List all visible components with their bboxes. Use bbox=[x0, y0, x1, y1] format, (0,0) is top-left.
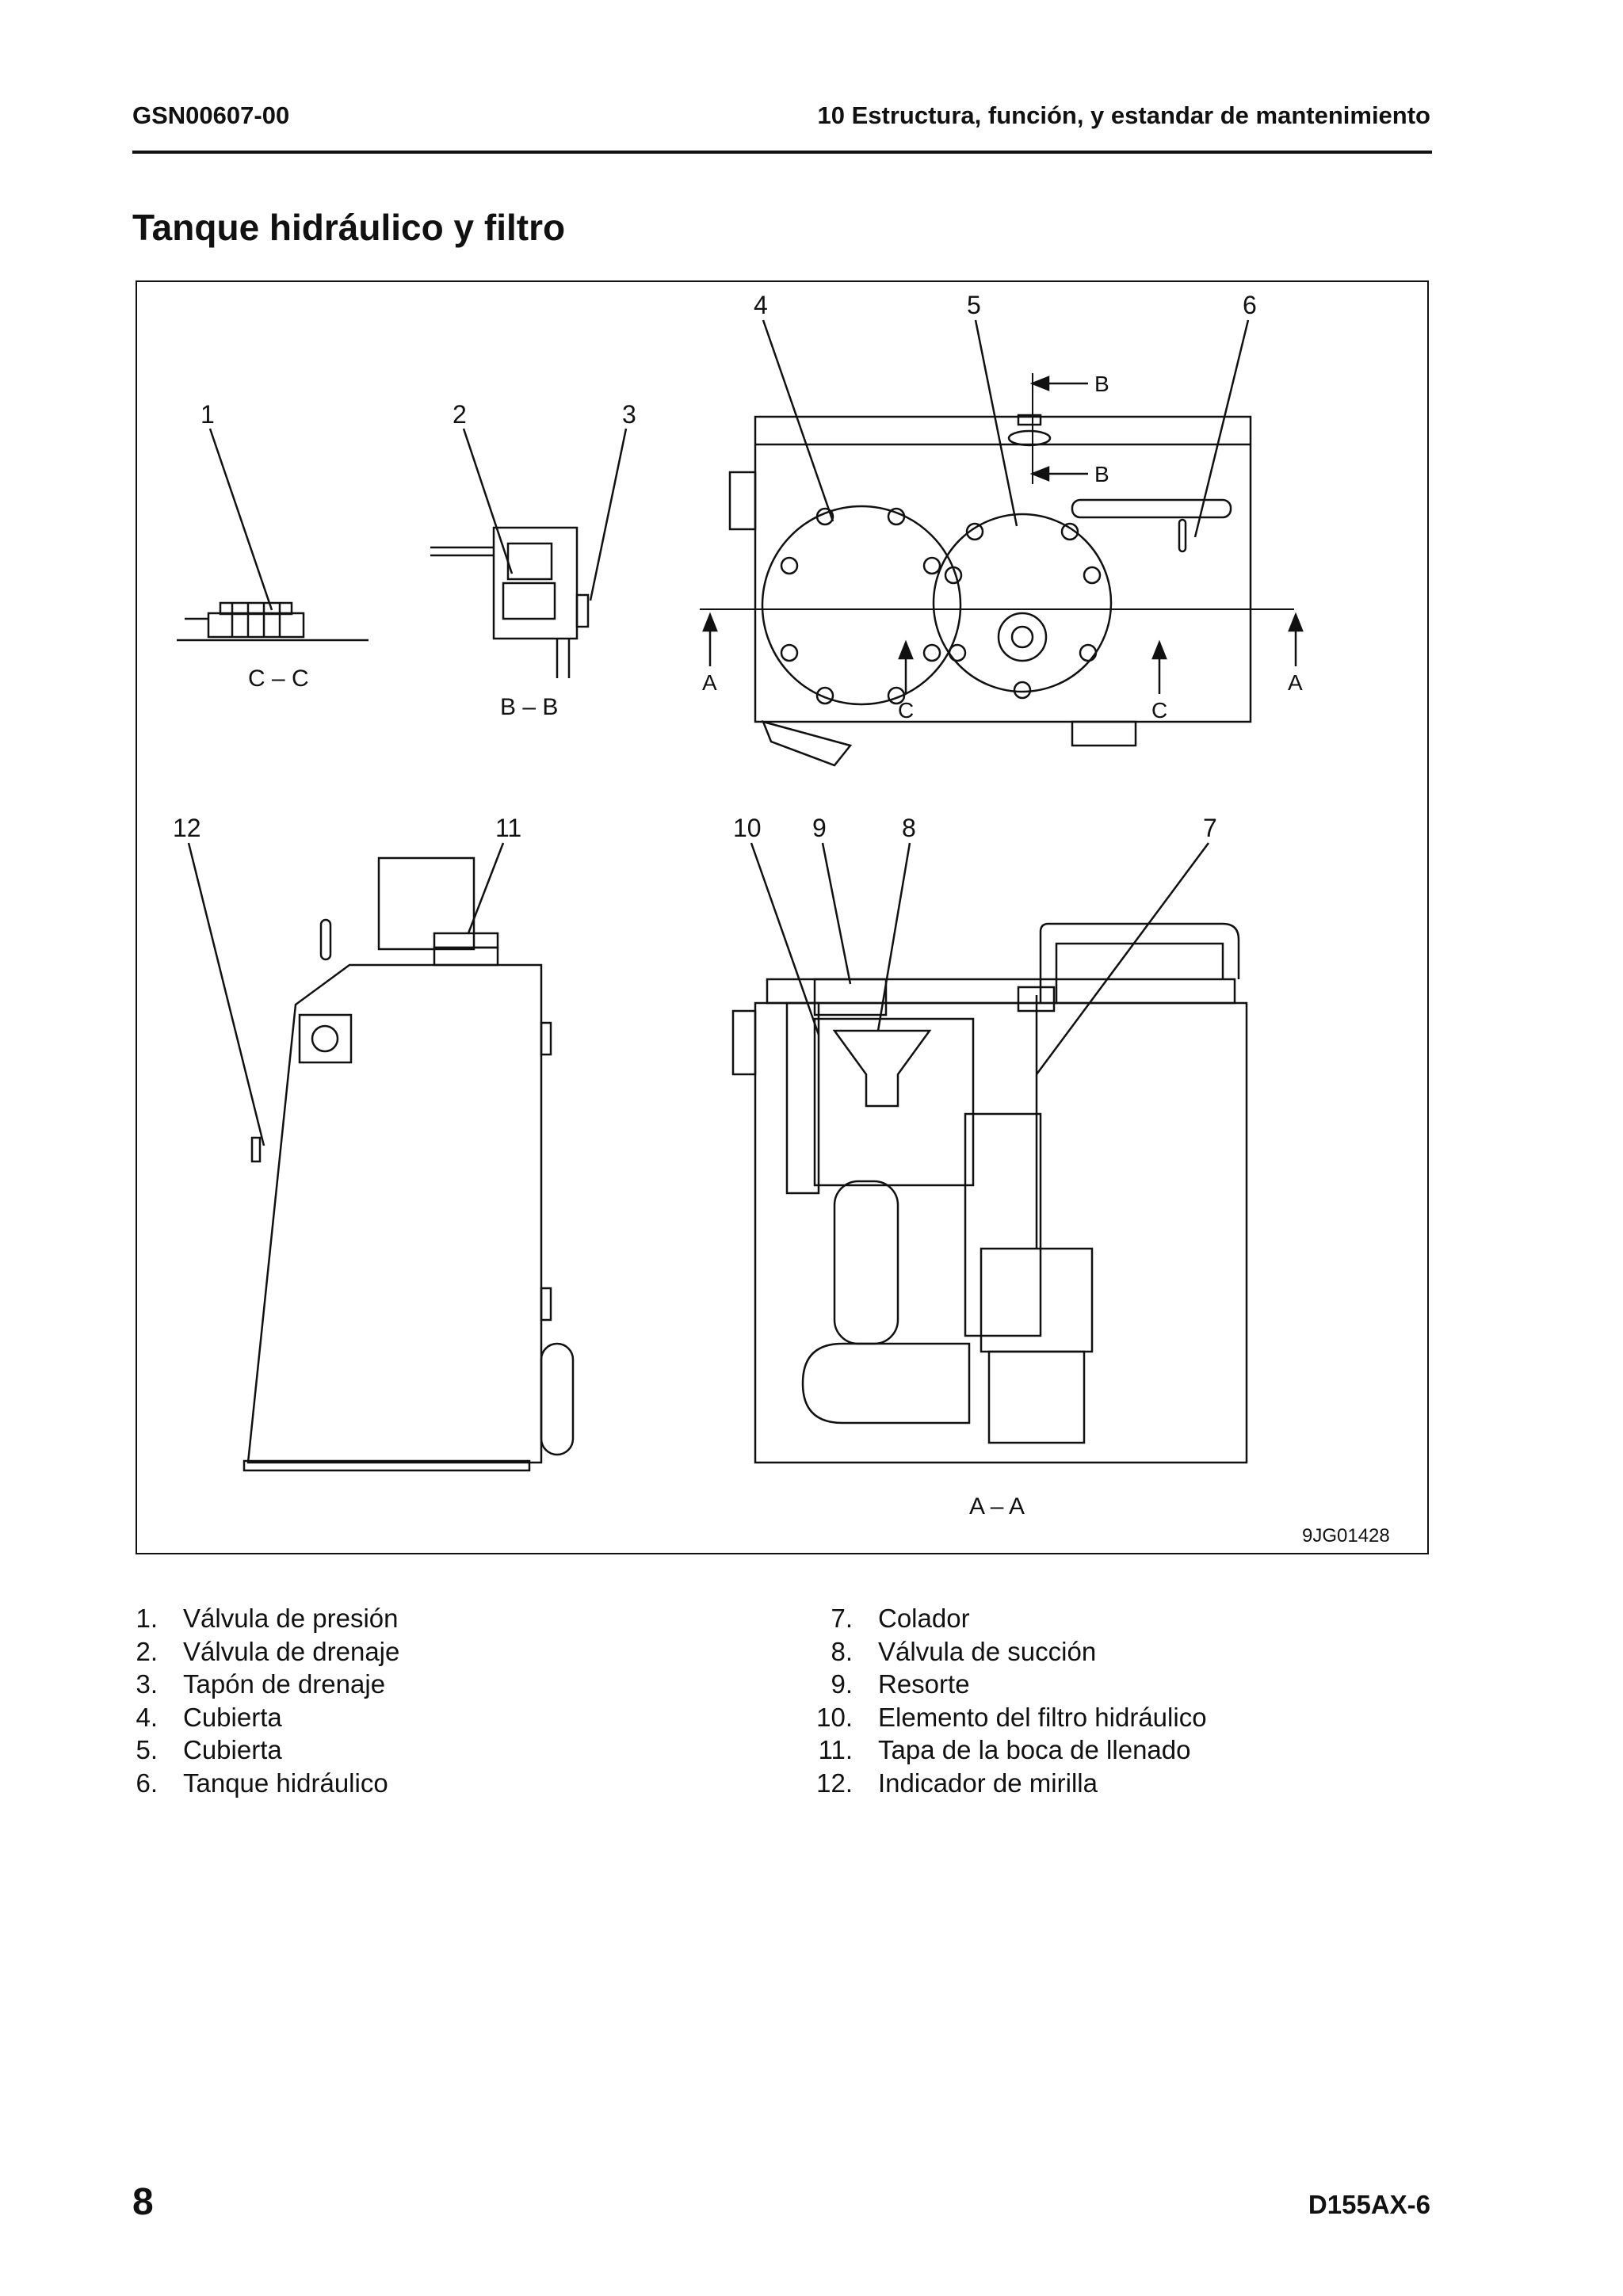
document-code: GSN00607-00 bbox=[132, 101, 290, 129]
section-arrows bbox=[702, 373, 1304, 694]
label-section-bb: B – B bbox=[500, 694, 558, 720]
label-b-bottom: B bbox=[1094, 462, 1109, 486]
callout-11: 11 bbox=[495, 814, 521, 842]
legend-item: 3.Tapón de drenaje bbox=[136, 1669, 386, 1699]
leader-3 bbox=[589, 428, 628, 601]
callout-6: 6 bbox=[1243, 291, 1257, 319]
legend-item: 5.Cubierta bbox=[136, 1735, 282, 1764]
callout-10: 10 bbox=[733, 814, 762, 842]
callout-5: 5 bbox=[967, 291, 981, 319]
leader-1 bbox=[208, 428, 273, 611]
legend-left-column: 1.Válvula de presión 2.Válvula de drenaj… bbox=[132, 1602, 399, 1799]
legend-item: 8.Válvula de succión bbox=[831, 1636, 1097, 1666]
section-aa-view bbox=[731, 922, 1248, 1464]
section-title: 10 Estructura, función, y estandar de ma… bbox=[817, 101, 1430, 129]
leader-8 bbox=[876, 842, 911, 1032]
callout-1: 1 bbox=[200, 400, 215, 429]
leader-10 bbox=[750, 842, 820, 1035]
leader-5 bbox=[974, 319, 1018, 527]
legend-item: 9.Resorte bbox=[831, 1669, 970, 1699]
legend-item: 4.Cubierta bbox=[136, 1702, 282, 1732]
callout-8: 8 bbox=[902, 814, 916, 842]
legend-item: 2.Válvula de drenaje bbox=[136, 1636, 400, 1666]
leader-7 bbox=[1035, 842, 1210, 1075]
model-code: D155AX-6 bbox=[1308, 2190, 1430, 2219]
leader-9 bbox=[821, 842, 852, 985]
label-c-left: C bbox=[898, 698, 914, 723]
callout-7: 7 bbox=[1203, 814, 1217, 842]
tank-top-view bbox=[700, 414, 1294, 767]
leader-12 bbox=[187, 842, 265, 1146]
label-b-top: B bbox=[1094, 372, 1109, 396]
legend-item: 12.Indicador de mirilla bbox=[816, 1768, 1098, 1798]
figure-id: 9JG01428 bbox=[1302, 1525, 1390, 1547]
legend-item: 10.Elemento del filtro hidráulico bbox=[816, 1702, 1207, 1732]
callout-4: 4 bbox=[754, 291, 768, 319]
technical-drawing: 1 C – C 2 3 B – B bbox=[136, 280, 1429, 1554]
page-title: Tanque hidráulico y filtro bbox=[132, 207, 566, 248]
legend-right-column: 7.Colador 8.Válvula de succión 9.Resorte… bbox=[812, 1602, 1207, 1799]
legend-item: 1.Válvula de presión bbox=[136, 1604, 399, 1633]
leader-4 bbox=[762, 319, 834, 522]
callout-12: 12 bbox=[173, 814, 201, 842]
leader-2 bbox=[462, 428, 514, 574]
legend-item: 6.Tanque hidráulico bbox=[136, 1768, 388, 1798]
label-a-left: A bbox=[702, 670, 717, 695]
leader-6 bbox=[1193, 319, 1250, 538]
leader-11 bbox=[467, 842, 505, 934]
callout-3: 3 bbox=[622, 400, 636, 429]
section-cc-view bbox=[177, 601, 369, 642]
label-a-right: A bbox=[1288, 670, 1303, 695]
legend-item: 7.Colador bbox=[831, 1604, 970, 1633]
header-rule bbox=[132, 151, 1432, 154]
section-bb-view bbox=[430, 526, 590, 678]
label-section-aa: A – A bbox=[969, 1493, 1025, 1520]
callout-9: 9 bbox=[812, 814, 827, 842]
label-section-cc: C – C bbox=[248, 666, 309, 692]
tank-side-view bbox=[242, 856, 575, 1472]
page-number: 8 bbox=[132, 2181, 154, 2223]
label-c-right: C bbox=[1151, 698, 1167, 723]
legend-item: 11.Tapa de la boca de llenado bbox=[818, 1735, 1191, 1764]
callout-2: 2 bbox=[453, 400, 467, 429]
